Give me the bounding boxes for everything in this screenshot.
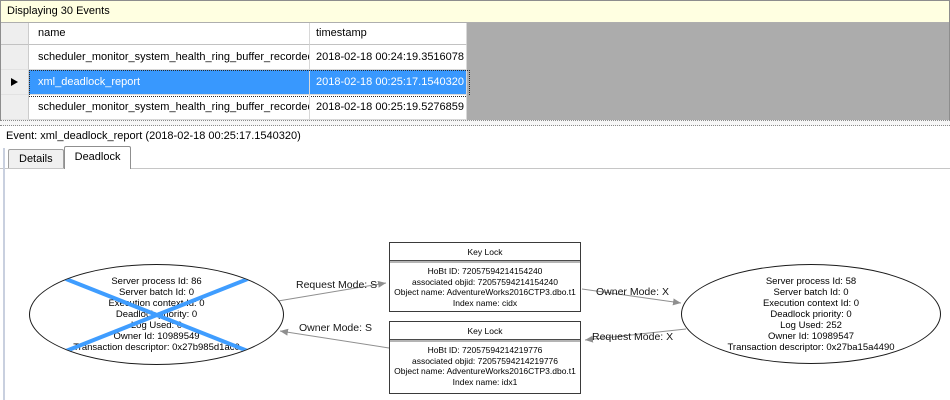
table-row[interactable]: scheduler_monitor_system_health_ring_buf… [1,95,949,120]
edge-owner-x [581,288,682,306]
resource-node-keylock[interactable]: Key Lock HoBt ID: 72057594214154240 asso… [389,242,581,312]
resource-title: Key Lock [390,243,580,261]
event-name-cell[interactable]: scheduler_monitor_system_health_ring_buf… [29,45,310,70]
resource-info: HoBt ID: 72057594214154240 associated ob… [390,261,580,312]
edge-label-owner-s: Owner Mode: S [299,322,372,334]
current-row-arrow-icon [11,78,18,86]
edge-label-owner-x: Owner Mode: X [596,286,669,298]
edge-request-x [584,328,687,343]
events-pane: Displaying 30 Events name timestamp sche… [0,0,950,120]
tab-details[interactable]: Details [8,149,64,168]
resource-node-keylock[interactable]: Key Lock HoBt ID: 72057594214219776 asso… [389,321,581,394]
deadlock-graph: Server process Id: 86 Server batch Id: 0… [0,169,950,400]
event-name-cell[interactable]: scheduler_monitor_system_health_ring_buf… [29,95,310,120]
table-row[interactable]: xml_deadlock_report 2018-02-18 00:25:17.… [1,70,949,97]
row-selector-cell[interactable] [1,45,29,70]
row-selector-cell[interactable] [1,95,29,120]
tab-deadlock[interactable]: Deadlock [63,146,132,169]
column-header-timestamp[interactable]: timestamp [310,23,467,45]
resource-title: Key Lock [390,322,580,340]
events-grid: name timestamp scheduler_monitor_system_… [1,23,949,120]
grid-filler [467,95,949,120]
edge-request-s [277,280,387,302]
panel-left-edge [3,148,5,400]
detail-tabstrip: Details Deadlock [0,146,950,169]
process-info: Server process Id: 58 Server batch Id: 0… [727,276,895,353]
column-header-name[interactable]: name [29,23,310,45]
edge-label-request-x: Request Mode: X [592,331,674,343]
event-timestamp-cell[interactable]: 2018-02-18 00:24:19.3516078 [310,45,467,70]
grid-filler [467,23,949,45]
edge-label-request-s: Request Mode: S [296,279,378,291]
process-node-victim[interactable]: Server process Id: 86 Server batch Id: 0… [29,264,284,365]
row-header-corner [1,23,29,45]
event-name-cell[interactable]: xml_deadlock_report [29,70,310,95]
pane-splitter[interactable] [0,120,950,126]
deadlock-tab-panel: Server process Id: 86 Server batch Id: 0… [0,168,950,400]
selected-event-label: Event: xml_deadlock_report (2018-02-18 0… [0,126,950,146]
row-selector-cell[interactable] [1,70,29,95]
process-node[interactable]: Server process Id: 58 Server batch Id: 0… [681,264,941,364]
grid-filler [467,45,949,70]
event-timestamp-cell[interactable]: 2018-02-18 00:25:19.5276859 [310,95,467,120]
table-row[interactable]: scheduler_monitor_system_health_ring_buf… [1,45,949,70]
event-timestamp-cell[interactable]: 2018-02-18 00:25:17.1540320 [310,70,467,95]
grid-header-row: name timestamp [1,23,949,45]
edge-owner-s [279,328,390,349]
events-count-bar: Displaying 30 Events [1,1,949,23]
resource-info: HoBt ID: 72057594214219776 associated ob… [390,340,580,391]
deadlock-edges [277,280,687,349]
grid-filler [467,70,949,95]
